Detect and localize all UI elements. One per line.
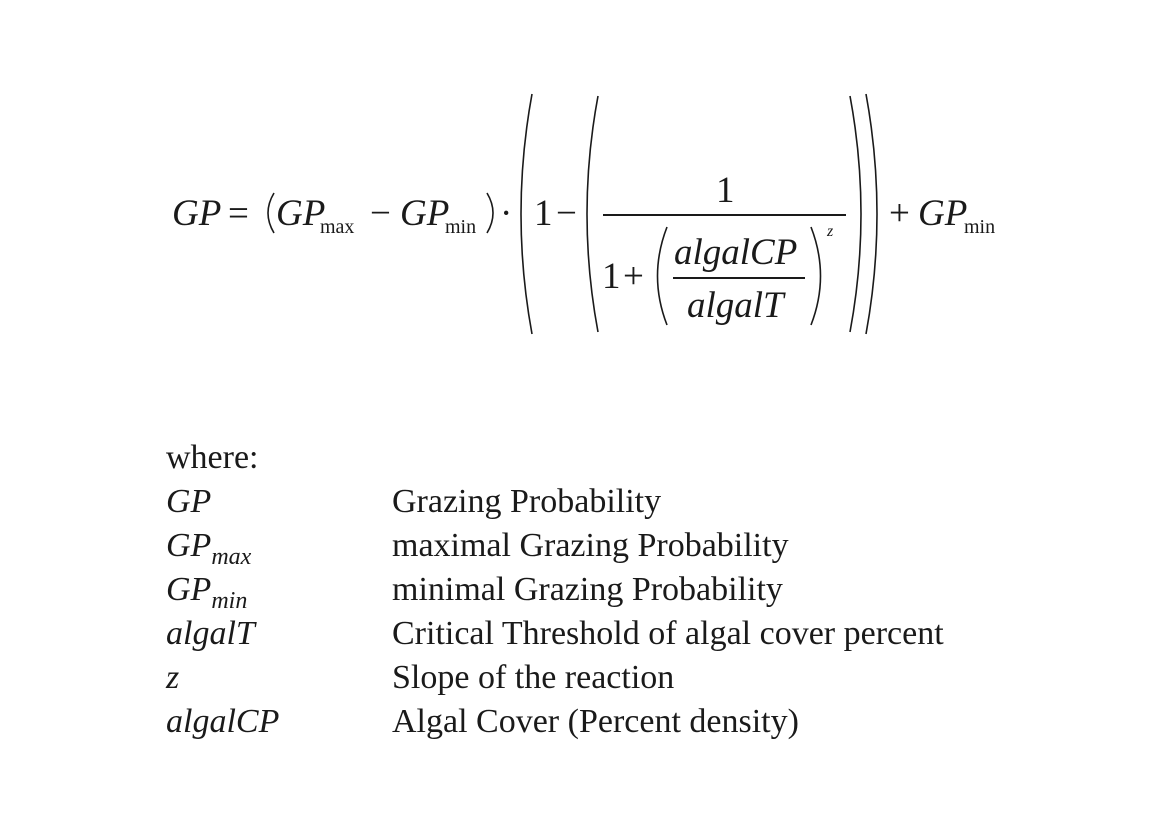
eq-inner-numerator: algalCP (674, 232, 798, 273)
eq-denom-plus: + (623, 256, 644, 297)
eq-sub-max: max (320, 216, 355, 238)
eq-plus-end: + (889, 193, 910, 234)
legend-description: Algal Cover (Percent density) (392, 703, 799, 740)
legend-description: minimal Grazing Probability (392, 571, 783, 608)
legend-symbol: GPmin (166, 568, 247, 615)
eq-one-outer: 1 (534, 193, 553, 234)
legend-symbol: algalCP (166, 700, 279, 744)
legend-row: GPmin minimal Grazing Probability (166, 568, 1066, 615)
legend-symbol-base: GP (166, 527, 212, 564)
eq-inner-fraction-bar (673, 277, 805, 279)
eq-gp-max-base: GP (276, 193, 326, 234)
equation-brackets (267, 93, 878, 335)
eq-equals: = (228, 193, 249, 234)
eq-numerator: 1 (716, 170, 735, 211)
eq-sub-min-1: min (445, 216, 477, 238)
eq-sub-min-2: min (964, 216, 996, 238)
paren-left-outer (520, 93, 533, 335)
paren-right-small (486, 192, 494, 234)
eq-exponent-z: z (827, 223, 834, 240)
legend-symbol: z (166, 656, 179, 700)
legend-symbol-subscript: max (211, 544, 252, 570)
eq-dot: · (500, 193, 513, 234)
eq-minus-2: − (556, 193, 577, 234)
variable-legend: where: GP Grazing Probability GPmax maxi… (166, 436, 1066, 744)
legend-symbol-base: z (166, 659, 180, 696)
legend-symbol-base: GP (166, 571, 212, 608)
legend-symbol-base: algalT (166, 615, 255, 652)
legend-description: Slope of the reaction (392, 659, 675, 696)
eq-gp-min-base: GP (400, 193, 450, 234)
eq-gp-min-end-base: GP (918, 193, 968, 234)
eq-denom-one: 1 (602, 256, 621, 297)
legend-description: Grazing Probability (392, 483, 662, 520)
eq-main-fraction-bar (603, 214, 846, 216)
legend-row: GP Grazing Probability (166, 480, 1066, 524)
legend-description: maximal Grazing Probability (392, 527, 789, 564)
paren-left-inner (656, 226, 668, 326)
legend-row: algalT Critical Threshold of algal cover… (166, 612, 1066, 656)
paren-right-outer (865, 93, 878, 335)
paren-right-inner (810, 226, 822, 326)
legend-symbol: algalT (166, 612, 255, 656)
legend-symbol-base: GP (166, 483, 212, 520)
paren-left-second (586, 95, 599, 333)
legend-symbol-subscript: min (211, 588, 248, 614)
eq-inner-denominator: algalT (687, 285, 784, 326)
legend-symbol: GP (166, 480, 211, 524)
eq-lhs-gp: GP (172, 193, 222, 234)
paren-right-second (849, 95, 862, 333)
legend-heading: where: (166, 439, 259, 476)
legend-row: z Slope of the reaction (166, 656, 1066, 700)
legend-row: algalCP Algal Cover (Percent density) (166, 700, 1066, 744)
legend-row: GPmax maximal Grazing Probability (166, 524, 1066, 571)
legend-symbol: GPmax (166, 524, 251, 571)
eq-minus-1: − (370, 193, 391, 234)
grazing-probability-equation: GP = GP max − GP min · 1 − 1 1 + algalCP… (0, 0, 1169, 400)
legend-symbol-base: algalCP (166, 703, 280, 740)
legend-description: Critical Threshold of algal cover percen… (392, 615, 944, 652)
paren-left-small (267, 192, 275, 234)
